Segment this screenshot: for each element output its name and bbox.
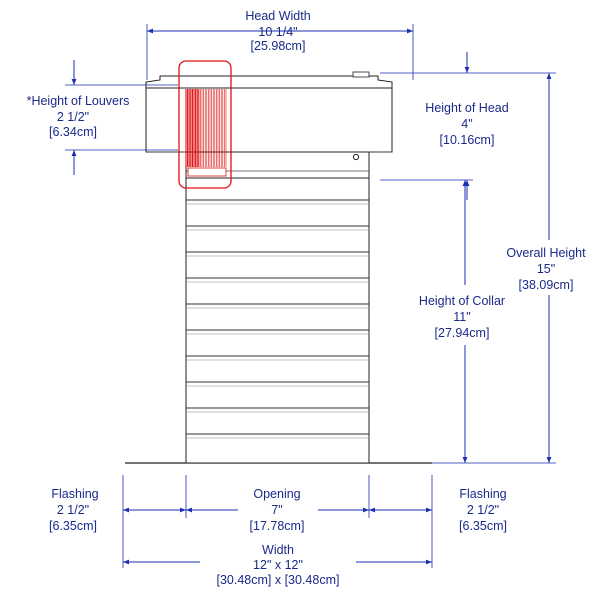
louvers-height-dimension: *Height of Louvers 2 1/2" [6.34cm] [27,60,178,175]
overall-title: Overall Height [506,246,586,260]
opening-label-bg [238,504,318,516]
opening-metric: [17.78cm] [250,519,305,533]
louvers-metric: [6.34cm] [49,125,97,139]
flashing-left-imperial: 2 1/2" [57,503,89,517]
overall-imperial: 15" [537,262,555,276]
collar-ribs [186,199,369,439]
flashing-right-title: Flashing [459,487,506,501]
head-width-metric: [25.98cm] [251,39,306,53]
louver-lines [185,89,227,167]
opening-title: Opening [253,487,300,501]
louvers-title: *Height of Louvers [27,94,130,108]
width-title: Width [262,543,294,557]
collar-height-dimension: Height of Collar 11" [27.94cm] [419,180,505,463]
head-body [145,87,393,153]
collar [185,177,370,464]
flashing-left-title: Flashing [51,487,98,501]
width-imperial: 12" x 12" [253,558,303,572]
flashing-right-metric: [6.35cm] [459,519,507,533]
head-height-metric: [10.16cm] [440,133,495,147]
louvers-imperial: 2 1/2" [57,110,89,124]
overall-height-dimension: Overall Height 15" [38.09cm] [432,73,586,464]
head-width-title: Head Width [245,9,310,23]
collar-metric: [27.94cm] [435,326,490,340]
vent-drawing [125,60,432,464]
overall-metric: [38.09cm] [519,278,574,292]
head-width-dimension: Head Width 10 1/4" [25.98cm] [146,9,414,80]
head-width-imperial: 10 1/4" [258,25,297,39]
cap-tab [352,71,370,78]
louvers-highlight [178,60,232,189]
flashing-right-imperial: 2 1/2" [467,503,499,517]
collar-title: Height of Collar [419,294,505,308]
head-height-dimension: Height of Head 4" [10.16cm] [380,52,556,200]
louver-base [187,167,227,177]
collar-imperial: 11" [453,310,470,324]
head-height-imperial: 4" [461,117,472,131]
flashing-left-metric: [6.35cm] [49,519,97,533]
louvers-outline [178,60,232,189]
head-height-title: Height of Head [425,101,508,115]
screw-icon [352,153,360,161]
width-metric: [30.48cm] x [30.48cm] [217,573,340,587]
head-cap [145,75,393,89]
width-label-bg [200,556,356,568]
bottom-dimensions: Flashing 2 1/2" [6.35cm] Opening 7" [17.… [49,475,507,587]
opening-imperial: 7" [271,503,282,517]
